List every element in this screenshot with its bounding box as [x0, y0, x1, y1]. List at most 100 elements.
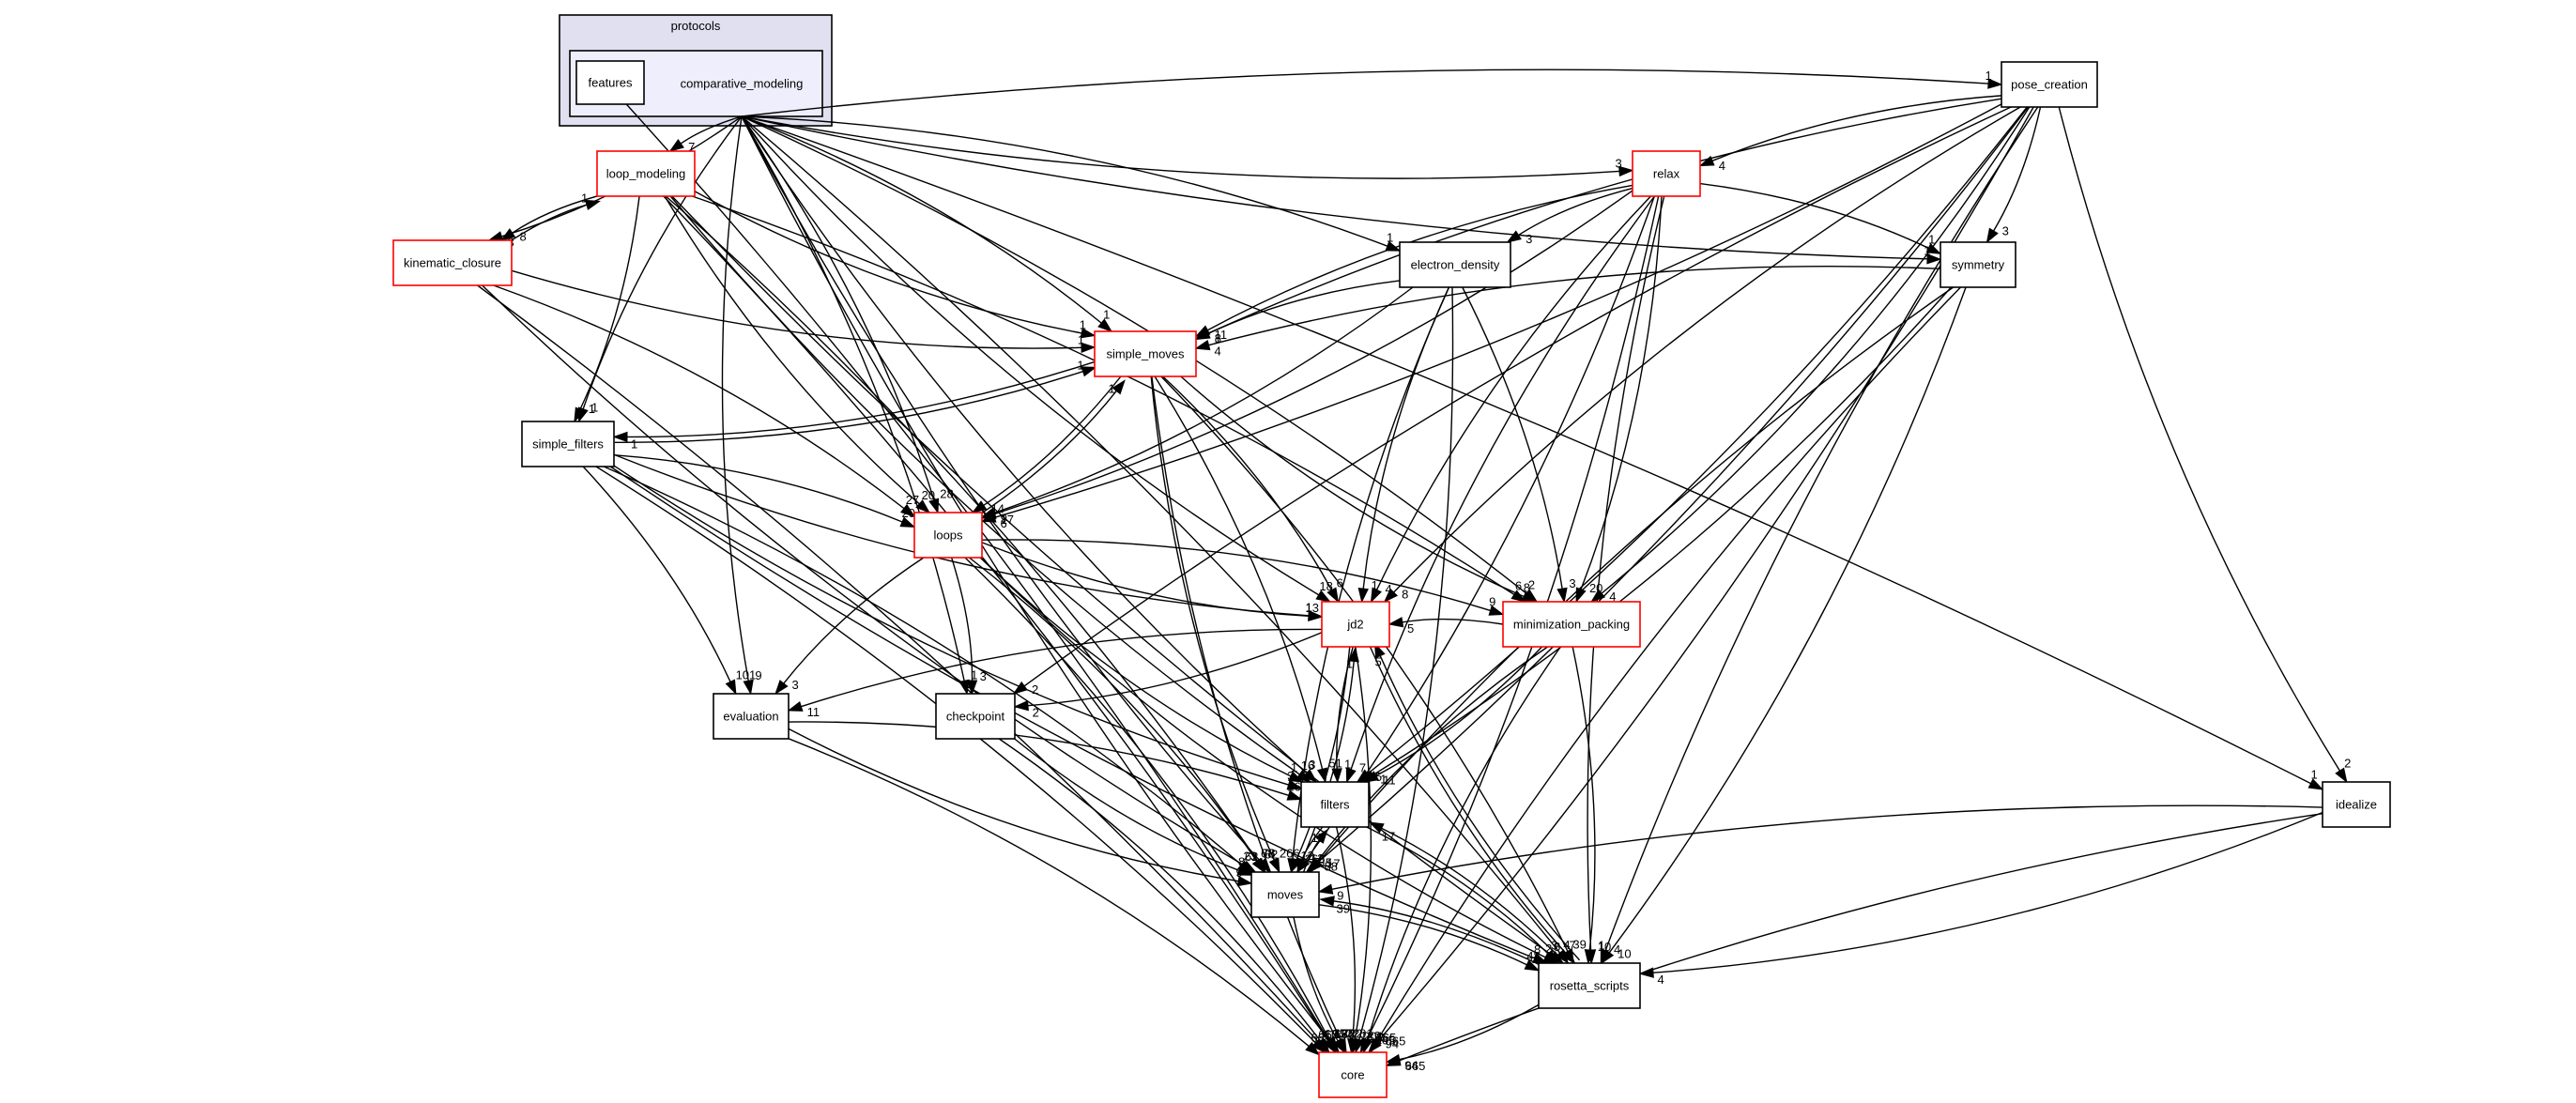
node-box[interactable]: [1094, 330, 1197, 377]
edge-pose-creation-to-idealize[interactable]: 2: [2058, 106, 2351, 784]
edge-line[interactable]: [741, 115, 1320, 596]
edge-count-label[interactable]: 16: [1287, 779, 1300, 793]
edge-line[interactable]: [741, 115, 1928, 260]
edge-line[interactable]: [994, 103, 2002, 518]
edge-count-label[interactable]: 1: [631, 437, 637, 451]
edge-count-label[interactable]: 11: [1383, 774, 1396, 788]
edge-rosetta-scripts-to-moves[interactable]: 39: [1319, 896, 1541, 966]
edge-count-label[interactable]: 10: [1618, 946, 1631, 960]
edge-line[interactable]: [783, 557, 925, 684]
edge-count-label[interactable]: 13: [1305, 601, 1318, 615]
edge-line[interactable]: [694, 191, 1082, 334]
node-box[interactable]: [1318, 1051, 1388, 1098]
node-box[interactable]: [935, 693, 1016, 740]
node-box[interactable]: [1632, 150, 1701, 197]
edge-simple-moves-to-loops[interactable]: 14: [971, 375, 1122, 516]
edge-line[interactable]: [1023, 106, 2012, 687]
edge-count-label[interactable]: 1: [589, 402, 595, 416]
edge-count-label[interactable]: 7: [1569, 938, 1575, 952]
edge-line[interactable]: [1362, 286, 1449, 590]
edge-comparative-modeling-to-moves[interactable]: 62: [741, 115, 1278, 874]
edge-line[interactable]: [1372, 286, 1952, 776]
edge-checkpoint-to-core[interactable]: 12: [998, 738, 1339, 1054]
edge-line[interactable]: [979, 557, 1292, 777]
node-box[interactable]: [1321, 601, 1390, 648]
node-moves[interactable]: moves: [1250, 871, 1320, 918]
edge-minimization-packing-to-rosetta-scripts[interactable]: 10: [1572, 646, 1611, 965]
edge-symmetry-to-rosetta-scripts[interactable]: 10: [1601, 286, 1967, 965]
edge-line[interactable]: [626, 360, 1096, 438]
edge-count-label[interactable]: 1: [1080, 317, 1086, 331]
edge-line[interactable]: [613, 453, 1310, 617]
edge-idealize-to-core[interactable]: 665: [1385, 813, 2323, 1073]
node-rosetta-scripts[interactable]: rosetta_scripts: [1538, 962, 1641, 1009]
edge-loop-modeling-to-core[interactable]: 157: [663, 195, 1353, 1054]
edge-count-label[interactable]: 27: [906, 493, 919, 507]
edge-count-label[interactable]: 8: [1534, 942, 1541, 957]
node-label[interactable]: pose_creation: [2011, 77, 2088, 91]
edge-pose-creation-to-checkpoint[interactable]: 2: [1012, 106, 2012, 697]
edge-line[interactable]: [1301, 839, 1320, 876]
edge-pose-creation-to-symmetry[interactable]: 3: [1986, 106, 2042, 244]
edge-count-label[interactable]: 1: [591, 401, 598, 415]
edge-comparative-modeling-to-electron-density[interactable]: 1: [741, 115, 1402, 252]
edge-count-label[interactable]: 1: [1078, 332, 1084, 346]
node-label[interactable]: idealize: [2336, 797, 2377, 811]
node-checkpoint[interactable]: checkpoint: [935, 693, 1016, 740]
edge-comparative-modeling-to-simple-moves[interactable]: 1: [741, 115, 1113, 332]
node-box[interactable]: [575, 60, 645, 105]
edge-line[interactable]: [741, 69, 1989, 117]
edge-count-label[interactable]: 17: [1326, 856, 1340, 870]
node-filters[interactable]: filters: [1300, 781, 1370, 828]
edge-simple-moves-to-simple-filters[interactable]: 1: [612, 360, 1096, 451]
edge-count-label[interactable]: 1: [1077, 358, 1083, 372]
edge-count-label[interactable]: 20: [922, 488, 935, 502]
edge-jd2-to-evaluation[interactable]: 11: [787, 628, 1323, 719]
edge-count-label[interactable]: 8: [519, 230, 526, 244]
node-box[interactable]: [1250, 871, 1320, 918]
edge-count-label[interactable]: 94: [1404, 1059, 1418, 1073]
node-label[interactable]: electron_density: [1411, 257, 1500, 271]
edge-count-label[interactable]: 2: [1545, 942, 1552, 956]
edge-count-label[interactable]: 1: [1986, 69, 1992, 83]
edge-comparative-modeling-to-loop-modeling[interactable]: 7: [668, 115, 743, 154]
edge-jd2-to-checkpoint[interactable]: 2: [1013, 632, 1323, 720]
edge-line[interactable]: [1027, 632, 1323, 707]
edge-count-label[interactable]: 17: [1382, 829, 1395, 843]
edge-count-label[interactable]: 1: [1215, 331, 1221, 345]
edge-line[interactable]: [579, 195, 640, 410]
edge-line[interactable]: [1366, 826, 1549, 955]
edge-count-label[interactable]: 665: [1386, 1034, 1406, 1049]
edge-line[interactable]: [1208, 266, 1941, 346]
edge-line[interactable]: [1180, 375, 1525, 598]
edge-line[interactable]: [1333, 900, 1541, 966]
node-loops[interactable]: loops: [913, 512, 983, 559]
node-minimization-packing[interactable]: minimization_packing: [1502, 601, 1641, 648]
edge-count-label[interactable]: 3: [1551, 939, 1557, 953]
node-label[interactable]: rosetta_scripts: [1550, 978, 1630, 992]
edge-count-label[interactable]: 1: [2311, 768, 2318, 782]
edge-loop-modeling-to-simple-moves[interactable]: 1: [694, 191, 1096, 339]
node-pose-creation[interactable]: pose_creation: [2001, 61, 2098, 108]
edge-count-label[interactable]: 4: [1214, 344, 1220, 358]
edge-line[interactable]: [741, 115, 1620, 179]
node-box[interactable]: [2322, 781, 2391, 828]
edge-count-label[interactable]: 122: [1360, 1029, 1381, 1043]
edge-count-label[interactable]: 1: [1346, 657, 1353, 671]
node-label[interactable]: checkpoint: [946, 709, 1005, 723]
edge-line[interactable]: [741, 115, 965, 682]
edge-line[interactable]: [788, 721, 1289, 796]
edge-line[interactable]: [609, 466, 1536, 959]
edge-line[interactable]: [1315, 106, 2029, 865]
edge-line[interactable]: [477, 284, 1320, 1044]
edge-line[interactable]: [1993, 106, 2042, 232]
edge-count-label[interactable]: 5: [1375, 770, 1382, 784]
edge-count-label[interactable]: 101: [736, 667, 757, 682]
node-label[interactable]: kinematic_closure: [404, 255, 501, 269]
edge-line[interactable]: [1375, 646, 1543, 776]
edge-count-label[interactable]: 665: [1405, 1059, 1426, 1073]
edge-line[interactable]: [1711, 95, 2002, 161]
edge-line[interactable]: [613, 465, 1289, 786]
edge-minimization-packing-to-filters[interactable]: 11: [1363, 646, 1543, 788]
edge-count-label[interactable]: 1: [1306, 601, 1312, 615]
